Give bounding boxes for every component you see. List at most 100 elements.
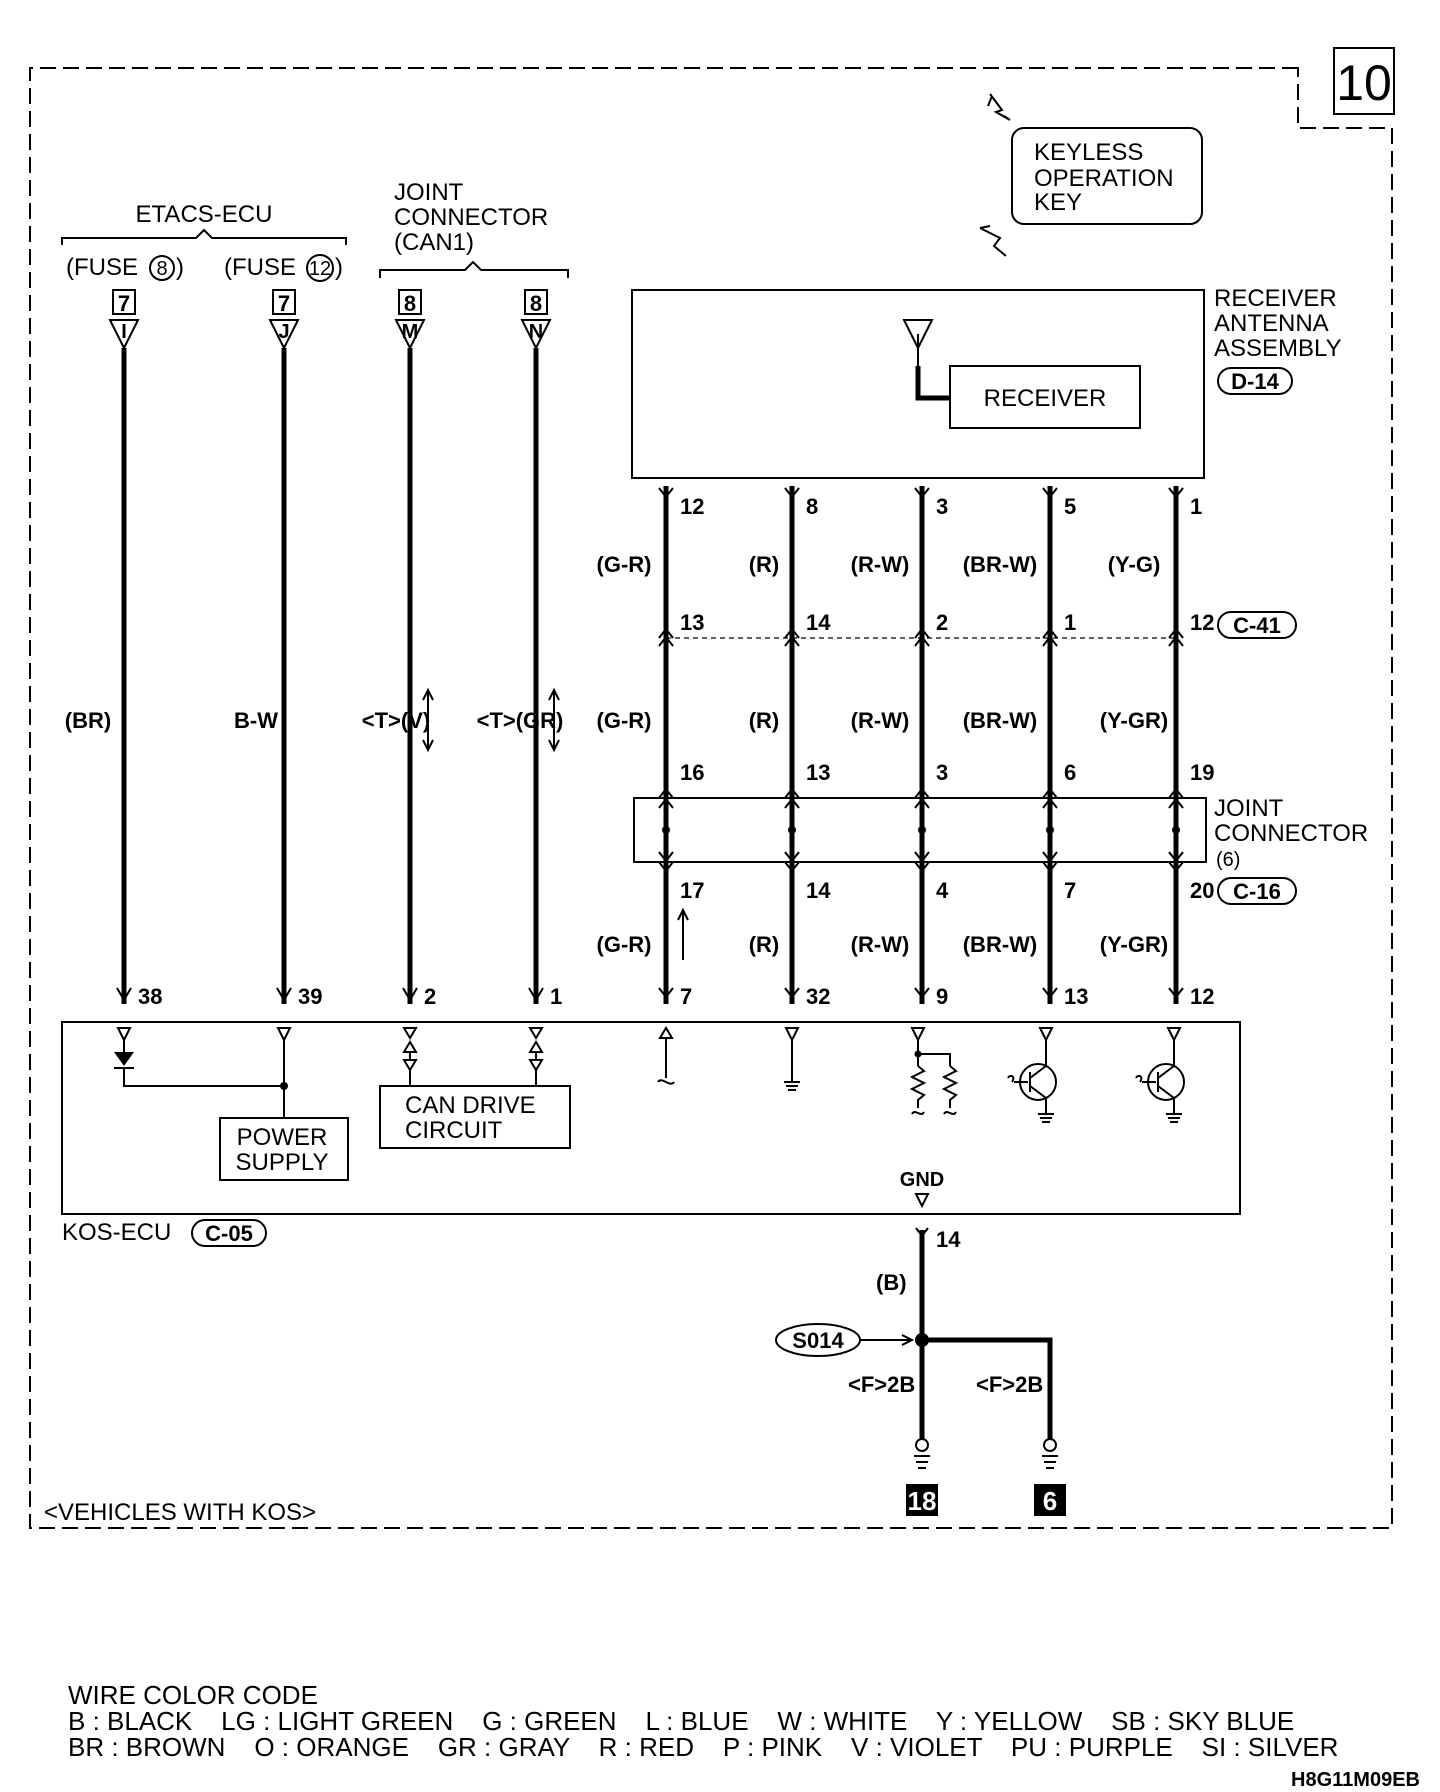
ground-terminal-icon [914,1455,930,1469]
ground-circuit: 14 (B) S014 <F>2B <F>2B 18 6 [775,1227,1066,1516]
svg-text:WIRE COLOR CODE: WIRE COLOR CODE [68,1680,318,1710]
right-wire-9: 3(R-W)2(R-W)34(R-W)9 [851,486,949,1009]
svg-text:CAN DRIVE: CAN DRIVE [405,1092,536,1119]
svg-text:1: 1 [550,984,562,1009]
svg-text:(FUSE: (FUSE [224,254,296,281]
ground-right-label: <F>2B [976,1372,1043,1397]
svg-text:8: 8 [530,291,542,316]
connector-id-c16: C-16 [1233,879,1281,904]
connector-8-N: 8N [520,289,552,351]
keyless-operation-key: KEYLESS OPERATION KEY [979,93,1203,257]
svg-text:N: N [529,321,543,343]
svg-text:S014: S014 [792,1328,844,1353]
svg-text:3: 3 [936,494,948,519]
kos-ecu-box [61,1021,1241,1215]
svg-text:(6): (6) [1216,849,1240,871]
left-wire-38: (BR)38 [65,348,162,1009]
left-wire-1: <T>(GR) 1 [477,348,564,1009]
ground-icon [784,1081,800,1091]
svg-text:(Y-GR): (Y-GR) [1100,932,1168,957]
signal-arrow-icon [677,907,689,960]
svg-text:(R): (R) [749,932,780,957]
svg-text:4: 4 [936,878,949,903]
svg-text:RECEIVER: RECEIVER [984,385,1107,412]
svg-text:B : BLACK LG : LIGHT GREEN: B : BLACK LG : LIGHT GREEN G : GREEN L :… [68,1706,1294,1736]
radio-signal-icon [987,93,1011,121]
svg-text:9: 9 [936,984,948,1009]
svg-text:<T>(V): <T>(V) [362,708,430,733]
svg-text:CONNECTOR: CONNECTOR [394,204,548,231]
svg-text:16: 16 [680,760,704,785]
svg-text:CIRCUIT: CIRCUIT [405,1117,503,1144]
svg-text:3: 3 [936,760,948,785]
ground-wire-color: (B) [876,1270,907,1295]
svg-text:(G-R): (G-R) [597,708,652,733]
document-code: H8G11M09EB [1291,1769,1420,1791]
vehicles-note: <VEHICLES WITH KOS> [44,1499,316,1526]
svg-text:(BR-W): (BR-W) [963,932,1038,957]
svg-text:18: 18 [908,1486,937,1516]
radio-signal-icon [979,225,1007,257]
svg-text:): ) [335,254,343,281]
svg-text:6: 6 [1064,760,1076,785]
etacs-ecu-title: ETACS-ECU [136,201,273,228]
svg-text:14: 14 [806,878,831,903]
svg-text:7: 7 [278,291,290,316]
page-number: 10 [1336,55,1392,111]
svg-text:(G-R): (G-R) [597,932,652,957]
ground-id-18 [906,1484,938,1516]
kos-ecu-name: KOS-ECU [62,1219,171,1246]
resistor-icon [941,1065,959,1108]
receiver-box [949,365,1141,429]
receiver-antenna-assembly: RECEIVER ANTENNA ASSEMBLY D-14 RECEIVER [631,285,1342,479]
svg-text:ASSEMBLY: ASSEMBLY [1214,335,1342,362]
svg-text:ANTENNA: ANTENNA [1214,310,1329,337]
joint-connector-6-box [633,797,1207,863]
svg-text:KEYLESS: KEYLESS [1034,139,1143,166]
svg-text:(Y-G): (Y-G) [1108,552,1161,577]
ground-terminal-icon [1042,1455,1058,1469]
svg-text:20: 20 [1190,878,1214,903]
svg-text:2: 2 [936,610,948,635]
svg-text:(FUSE: (FUSE [66,254,138,281]
svg-text:13: 13 [680,610,704,635]
left-wire-39: B-W39 [234,348,322,1009]
fuse-8-label: (FUSE 8 ) [66,254,184,281]
svg-text:OPERATION: OPERATION [1034,165,1174,192]
svg-text:19: 19 [1190,760,1214,785]
page-number-box [1333,47,1395,115]
svg-text:KEY: KEY [1034,189,1082,216]
svg-text:M: M [402,321,419,343]
svg-text:13: 13 [1064,984,1088,1009]
svg-text:<T>(GR): <T>(GR) [477,708,564,733]
svg-text:B-W: B-W [234,708,278,733]
connector-8-M: 8M [394,289,426,351]
ground-pin-14: 14 [936,1227,961,1252]
antenna-icon [902,319,934,366]
svg-text:(Y-GR): (Y-GR) [1100,708,1168,733]
svg-text:7: 7 [118,291,130,316]
svg-text:32: 32 [806,984,830,1009]
svg-text:12: 12 [1190,984,1214,1009]
svg-text:POWER: POWER [237,1124,328,1151]
left-wire-2: <T>(V)2 [362,348,436,1009]
joint-connector-6-label: JOINT CONNECTOR (6) [1214,795,1368,871]
svg-text:(BR): (BR) [65,708,111,733]
ecu-input-symbols: GND [657,1026,1185,1209]
svg-text:): ) [176,254,184,281]
svg-text:CONNECTOR: CONNECTOR [1214,820,1368,847]
svg-text:(R-W): (R-W) [851,708,910,733]
svg-text:JOINT: JOINT [394,179,464,206]
svg-text:12: 12 [1190,610,1214,635]
connector-id-c41: C-41 [1233,613,1281,638]
power-supply-circuit: POWER SUPPLY [114,1027,349,1181]
svg-text:(R): (R) [749,708,780,733]
svg-text:8: 8 [156,258,167,280]
connector-id-c05: C-05 [205,1221,253,1246]
ground-icon [1038,1113,1054,1123]
svg-text:12: 12 [680,494,704,519]
svg-text:(BR-W): (BR-W) [963,552,1038,577]
